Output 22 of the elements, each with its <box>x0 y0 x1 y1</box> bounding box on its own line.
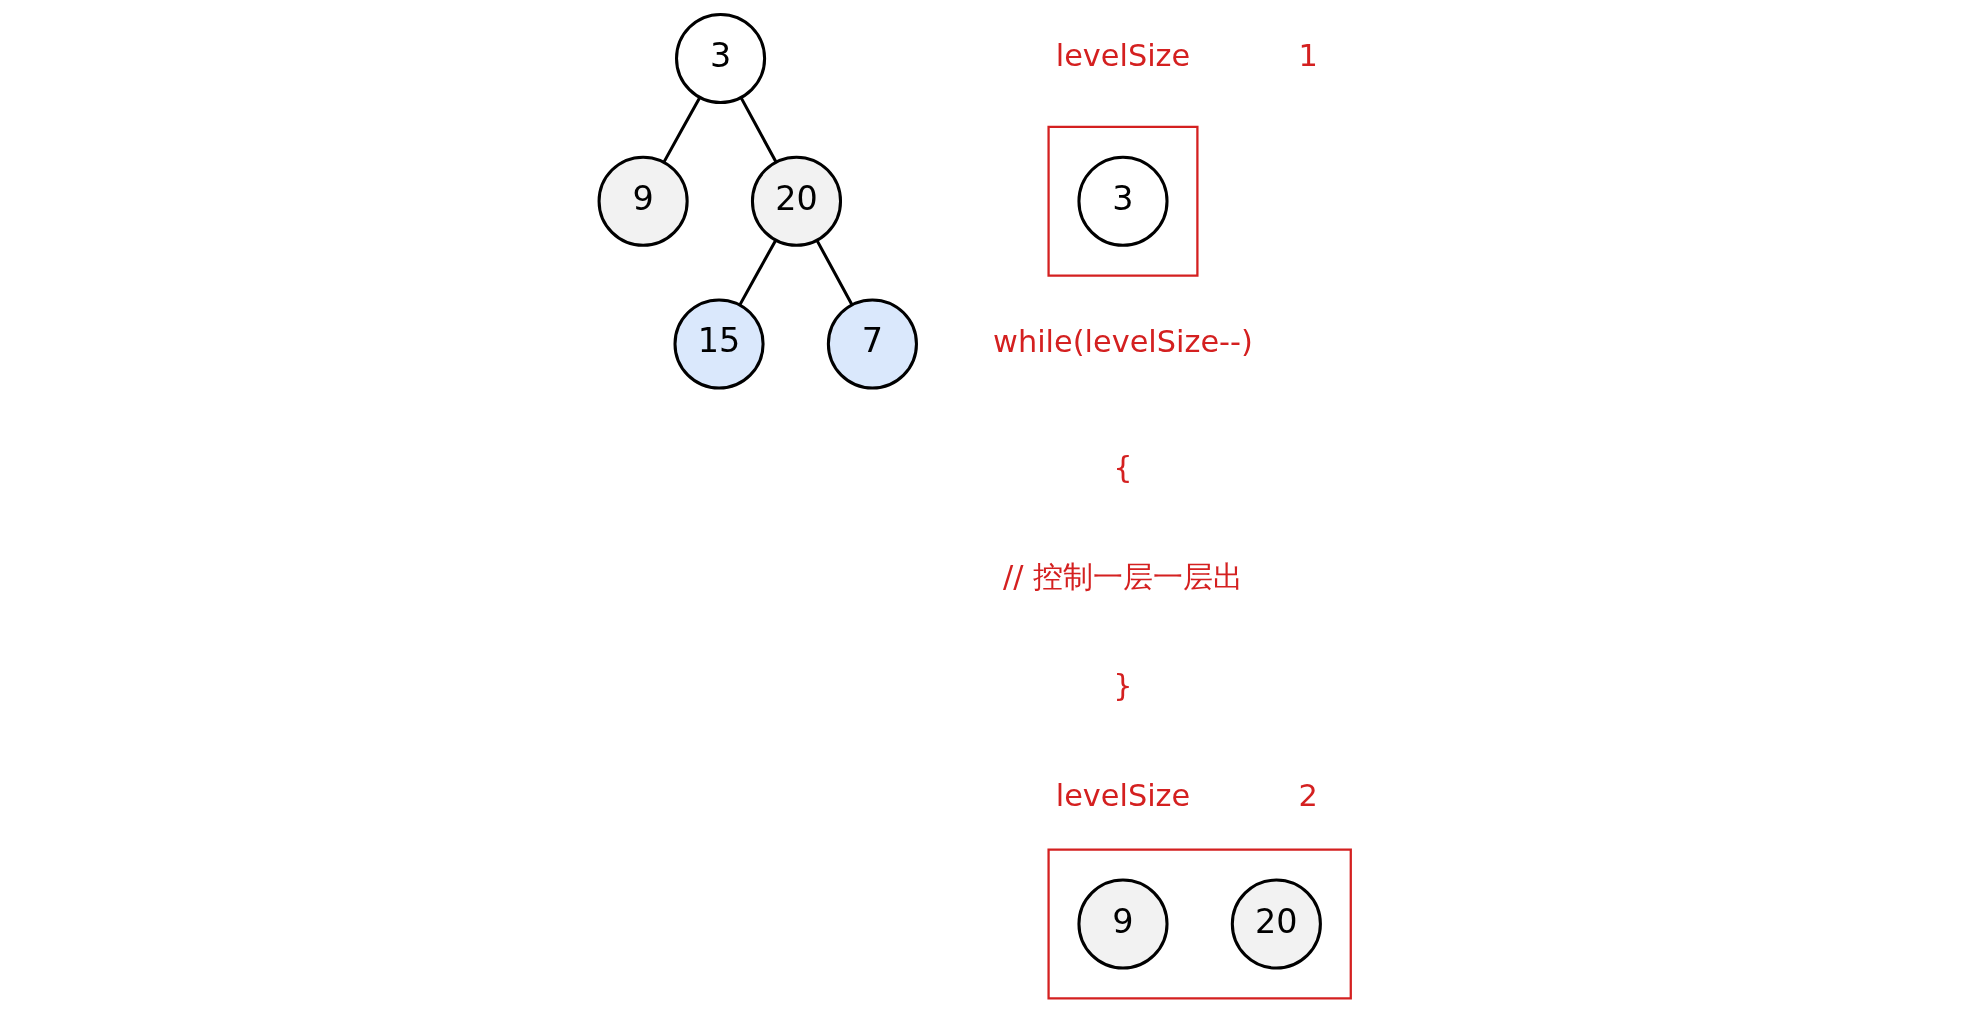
label: 1 <box>1298 38 1318 74</box>
node-circle: 15 <box>673 298 765 390</box>
node-circle: 20 <box>1230 878 1322 970</box>
node-circle: 20 <box>750 155 843 247</box>
node-circle: 9 <box>597 155 689 247</box>
label: 2 <box>1298 777 1318 813</box>
connector <box>815 240 854 306</box>
cluster <box>1047 125 1199 277</box>
label: } <box>1113 668 1133 704</box>
node-circle: 3 <box>1077 155 1169 247</box>
label: levelSize <box>1055 38 1191 74</box>
label: // 控制一层一层出 <box>1002 558 1244 594</box>
connector <box>739 97 778 163</box>
label: levelSize <box>1055 777 1191 813</box>
connector <box>662 96 702 163</box>
node-circle: 9 <box>1077 878 1169 970</box>
connector <box>738 239 778 306</box>
node-circle: 3 <box>675 12 767 104</box>
cluster <box>1047 848 1352 1000</box>
node-circle: 7 <box>826 298 918 390</box>
label: while(levelSize--) <box>993 323 1253 359</box>
label: { <box>1113 449 1133 485</box>
